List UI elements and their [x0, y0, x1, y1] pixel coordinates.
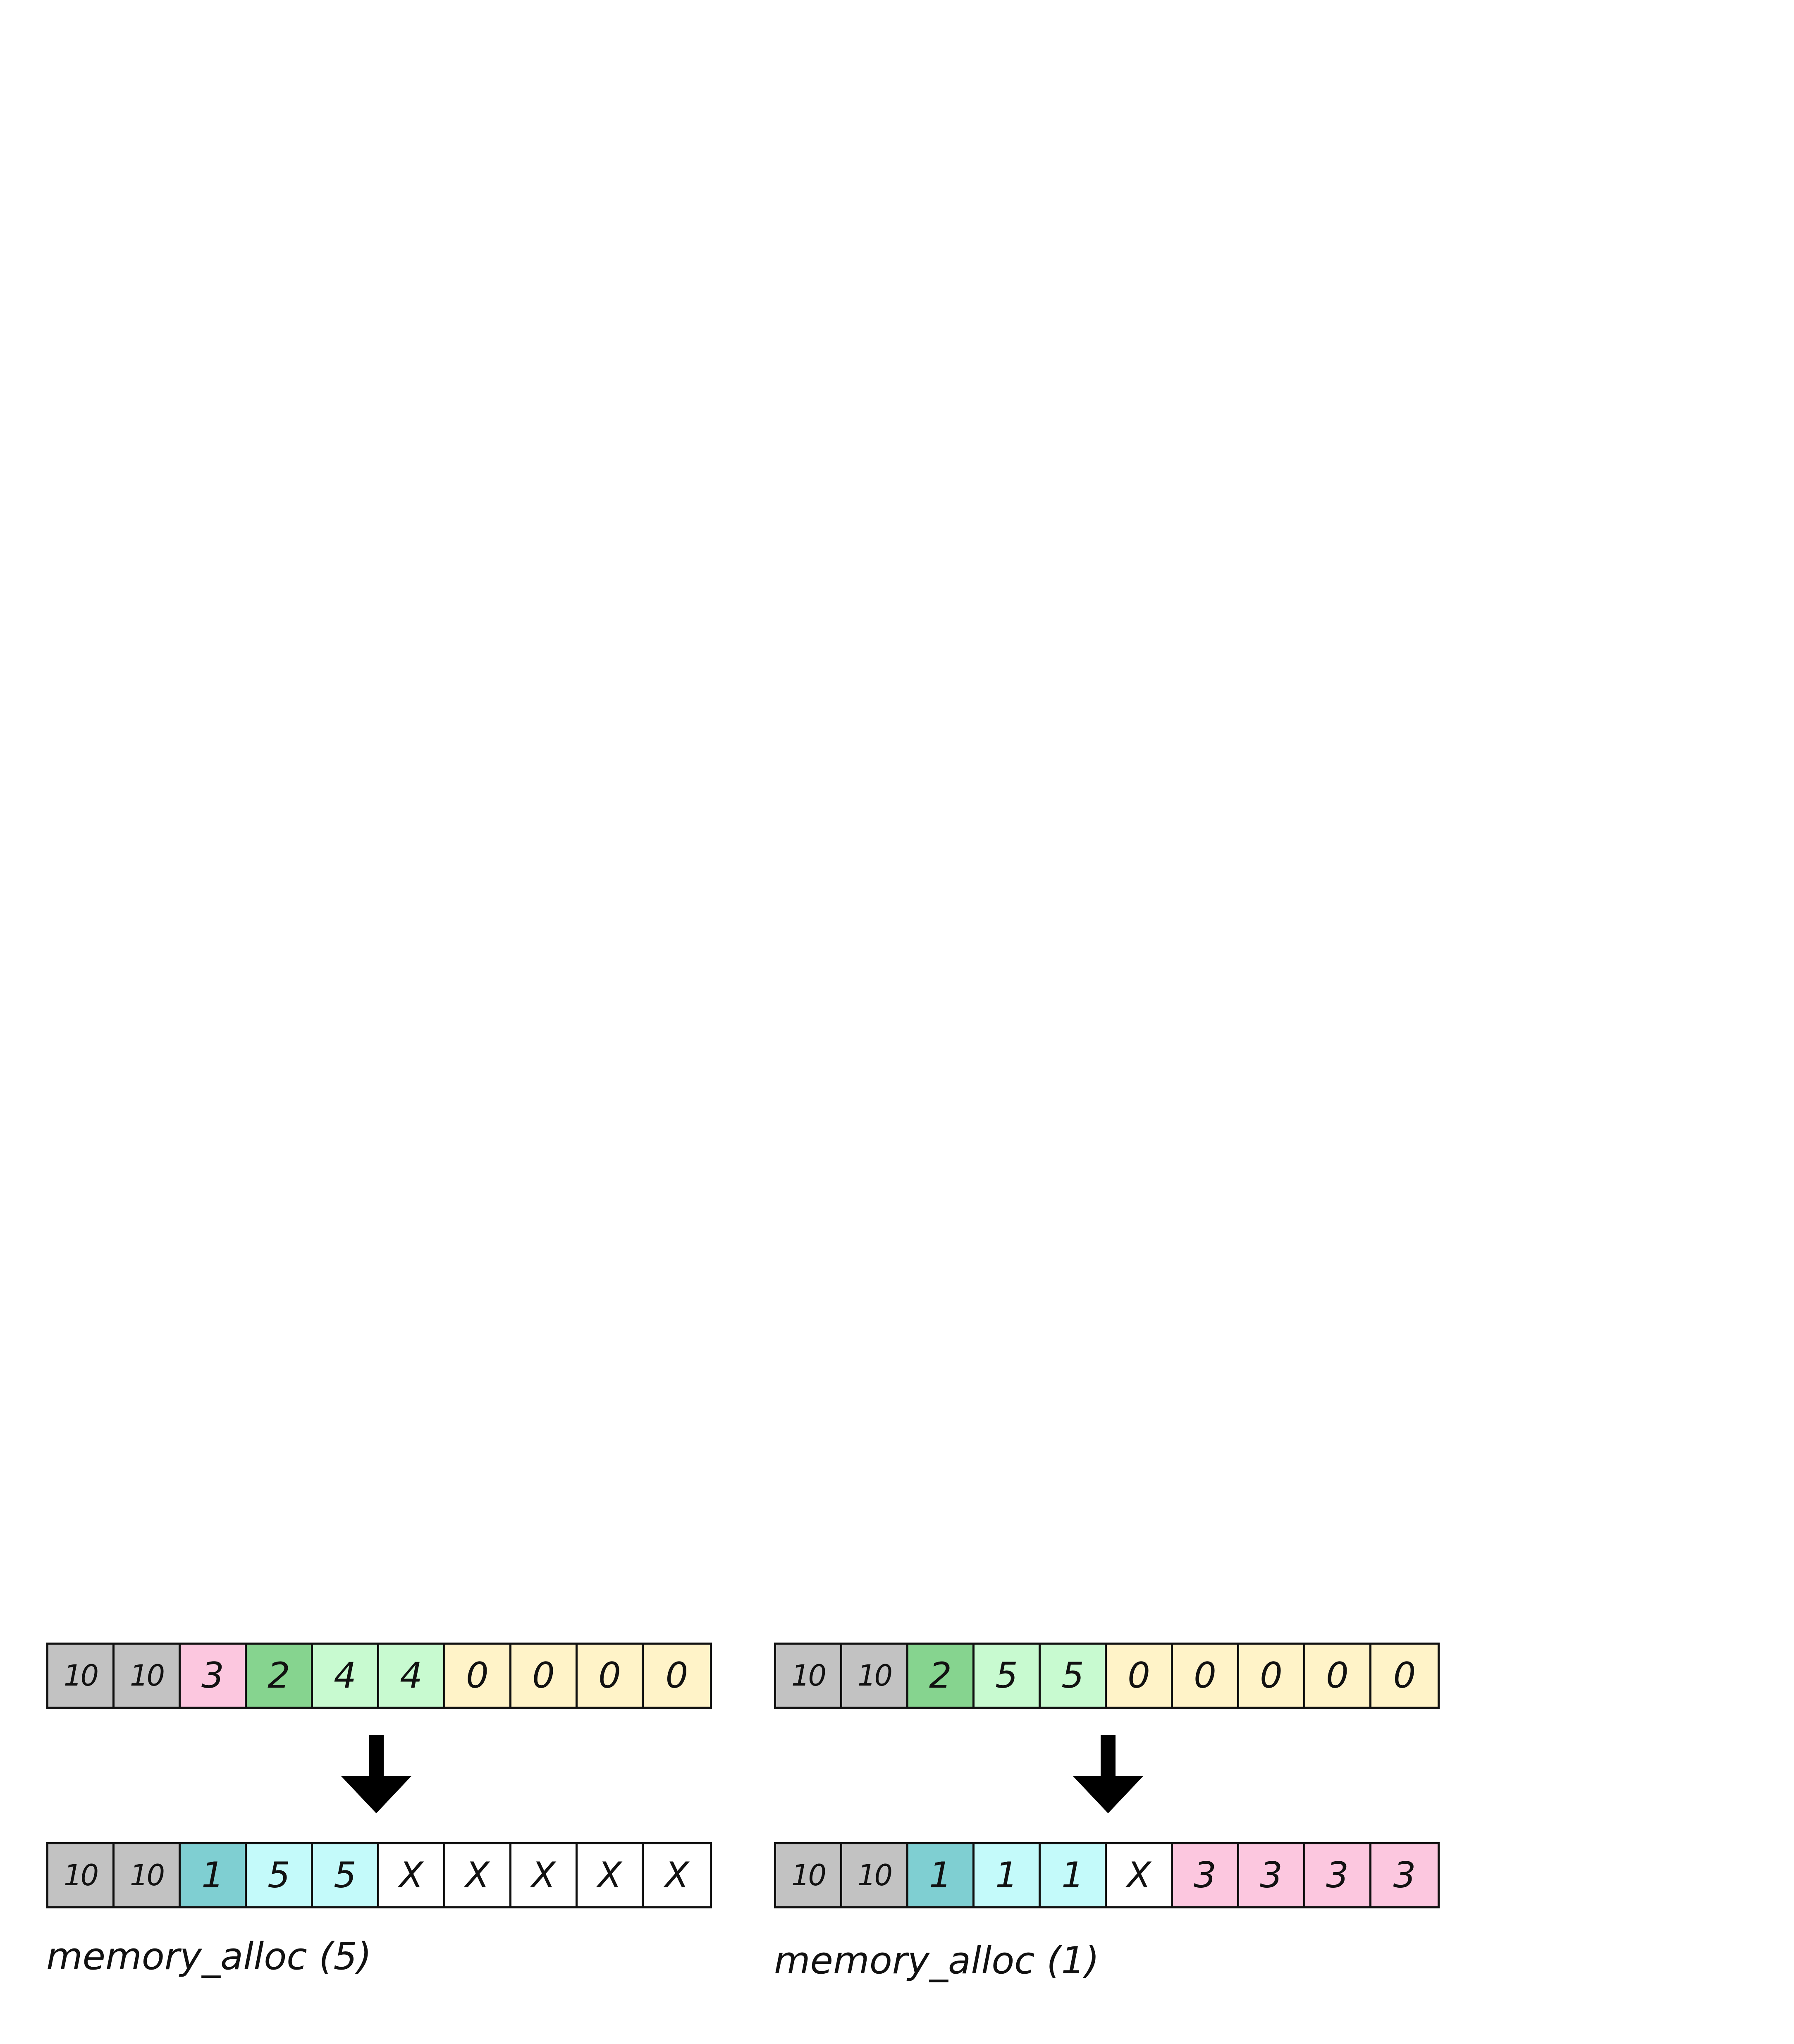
- memory-cell: 10: [48, 1645, 115, 1707]
- memory-cell: X: [644, 1844, 710, 1906]
- memory-cell: 1: [975, 1844, 1041, 1906]
- memory-cell: 1: [908, 1844, 975, 1906]
- memory-cell: 0: [1107, 1645, 1173, 1707]
- memory-cell: 4: [379, 1645, 445, 1707]
- memory-cell: 3: [1305, 1844, 1371, 1906]
- memory-cell: 10: [842, 1645, 908, 1707]
- memory-cell: X: [511, 1844, 578, 1906]
- memory-cell: 10: [115, 1844, 181, 1906]
- memory-cell: 3: [1173, 1844, 1239, 1906]
- right-down-arrow-icon: [1073, 1735, 1143, 1813]
- memory-cell: 0: [578, 1645, 644, 1707]
- memory-cell: 0: [1173, 1645, 1239, 1707]
- memory-cell: X: [445, 1844, 511, 1906]
- memory-cell: 0: [1305, 1645, 1371, 1707]
- memory-cell: 0: [1371, 1645, 1438, 1707]
- left-down-arrow-icon: [341, 1735, 411, 1813]
- memory-cell: 2: [247, 1645, 313, 1707]
- memory-cell: 3: [181, 1645, 247, 1707]
- memory-cell: 5: [975, 1645, 1041, 1707]
- memory-cell: X: [578, 1844, 644, 1906]
- memory-cell: 10: [842, 1844, 908, 1906]
- memory-cell: X: [1107, 1844, 1173, 1906]
- memory-cell: 0: [644, 1645, 710, 1707]
- memory-cell: 5: [313, 1844, 379, 1906]
- memory-cell: 10: [48, 1844, 115, 1906]
- memory-cell: 4: [313, 1645, 379, 1707]
- right-caption: memory_alloc (1): [774, 1939, 1099, 1982]
- memory-cell: 3: [1371, 1844, 1438, 1906]
- memory-cell: 0: [1239, 1645, 1305, 1707]
- memory-cell: 0: [445, 1645, 511, 1707]
- memory-cell: 10: [115, 1645, 181, 1707]
- memory-cell: 10: [776, 1645, 842, 1707]
- memory-cell: 1: [181, 1844, 247, 1906]
- memory-cell: 3: [1239, 1844, 1305, 1906]
- memory-cell: 0: [511, 1645, 578, 1707]
- memory-cell: 2: [908, 1645, 975, 1707]
- memory-cell: 10: [776, 1844, 842, 1906]
- memory-cell: 1: [1041, 1844, 1107, 1906]
- memory-cell: 5: [247, 1844, 313, 1906]
- memory-cell: 5: [1041, 1645, 1107, 1707]
- left-caption: memory_alloc (5): [46, 1935, 372, 1978]
- memory-cell: X: [379, 1844, 445, 1906]
